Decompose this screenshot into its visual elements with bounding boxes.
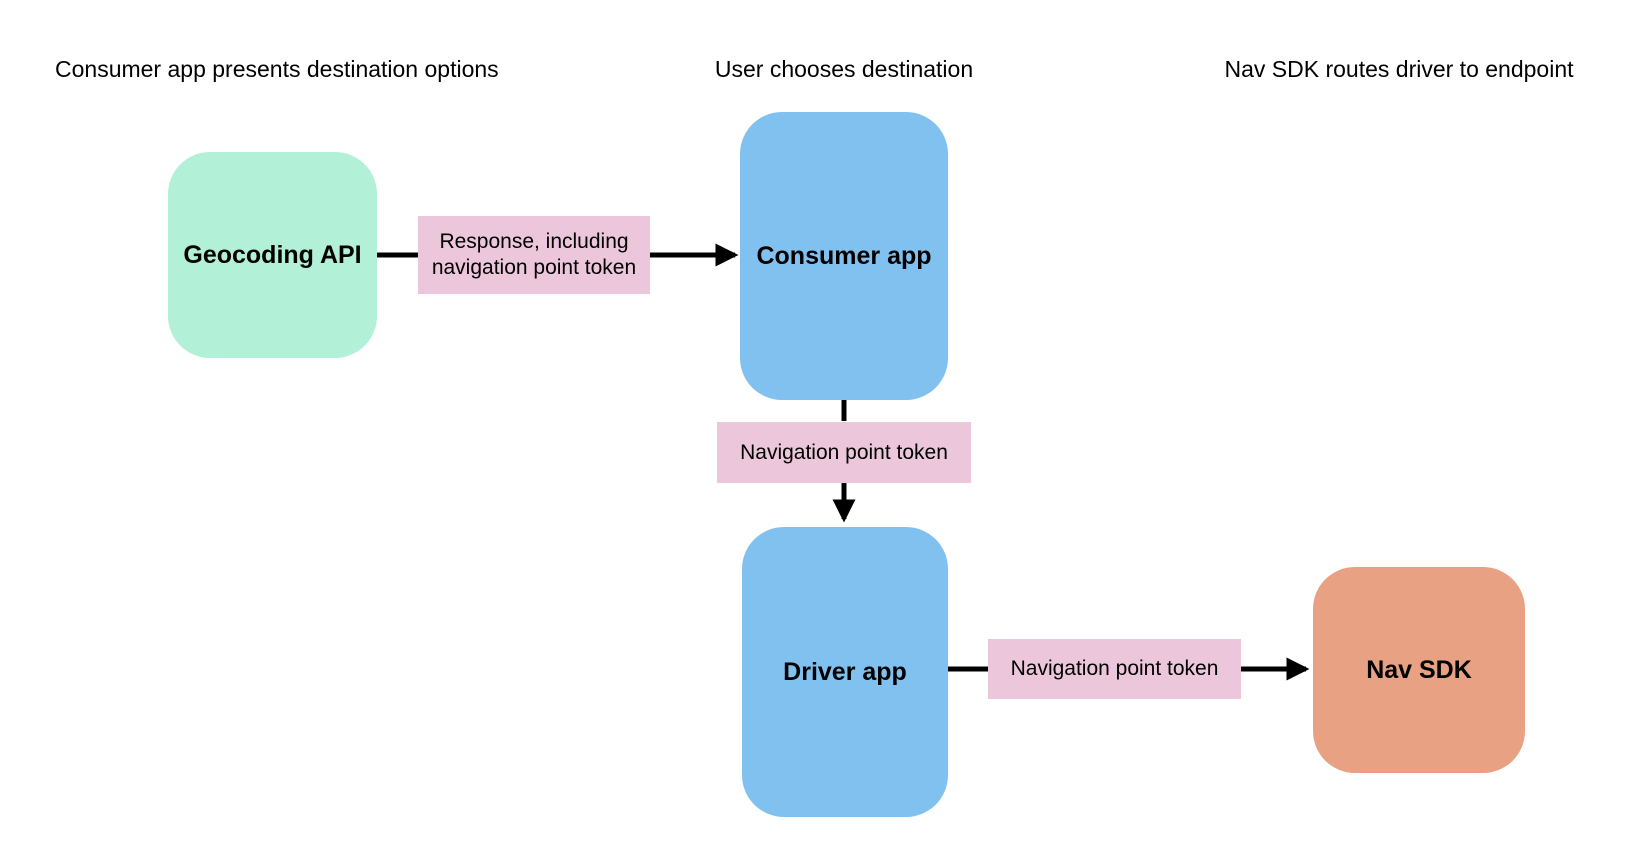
node-geocoding-api-label: Geocoding API (183, 240, 362, 269)
edge-label-navigation-point-token-horizontal: Navigation point token (988, 639, 1241, 699)
node-consumer-app-label: Consumer app (756, 241, 932, 270)
column-heading-consumer-presents: Consumer app presents destination option… (55, 56, 499, 82)
node-driver-app-label: Driver app (783, 657, 907, 686)
column-heading-user-chooses: User chooses destination (714, 56, 974, 82)
edge-label-token-1-text: Navigation point token (740, 440, 948, 464)
node-consumer-app: Consumer app (740, 112, 948, 400)
node-driver-app: Driver app (742, 527, 948, 817)
node-nav-sdk-label: Nav SDK (1366, 655, 1472, 684)
edge-label-navigation-point-token-vertical: Navigation point token (717, 422, 971, 483)
edge-label-response-text: Response, including navigation point tok… (431, 230, 637, 279)
column-heading-navsdk-routes: Nav SDK routes driver to endpoint (1224, 56, 1574, 82)
node-geocoding-api: Geocoding API (168, 152, 377, 358)
node-nav-sdk: Nav SDK (1313, 567, 1525, 773)
edge-label-token-2-text: Navigation point token (1010, 657, 1219, 680)
edge-label-response-including-token: Response, including navigation point tok… (418, 216, 650, 294)
